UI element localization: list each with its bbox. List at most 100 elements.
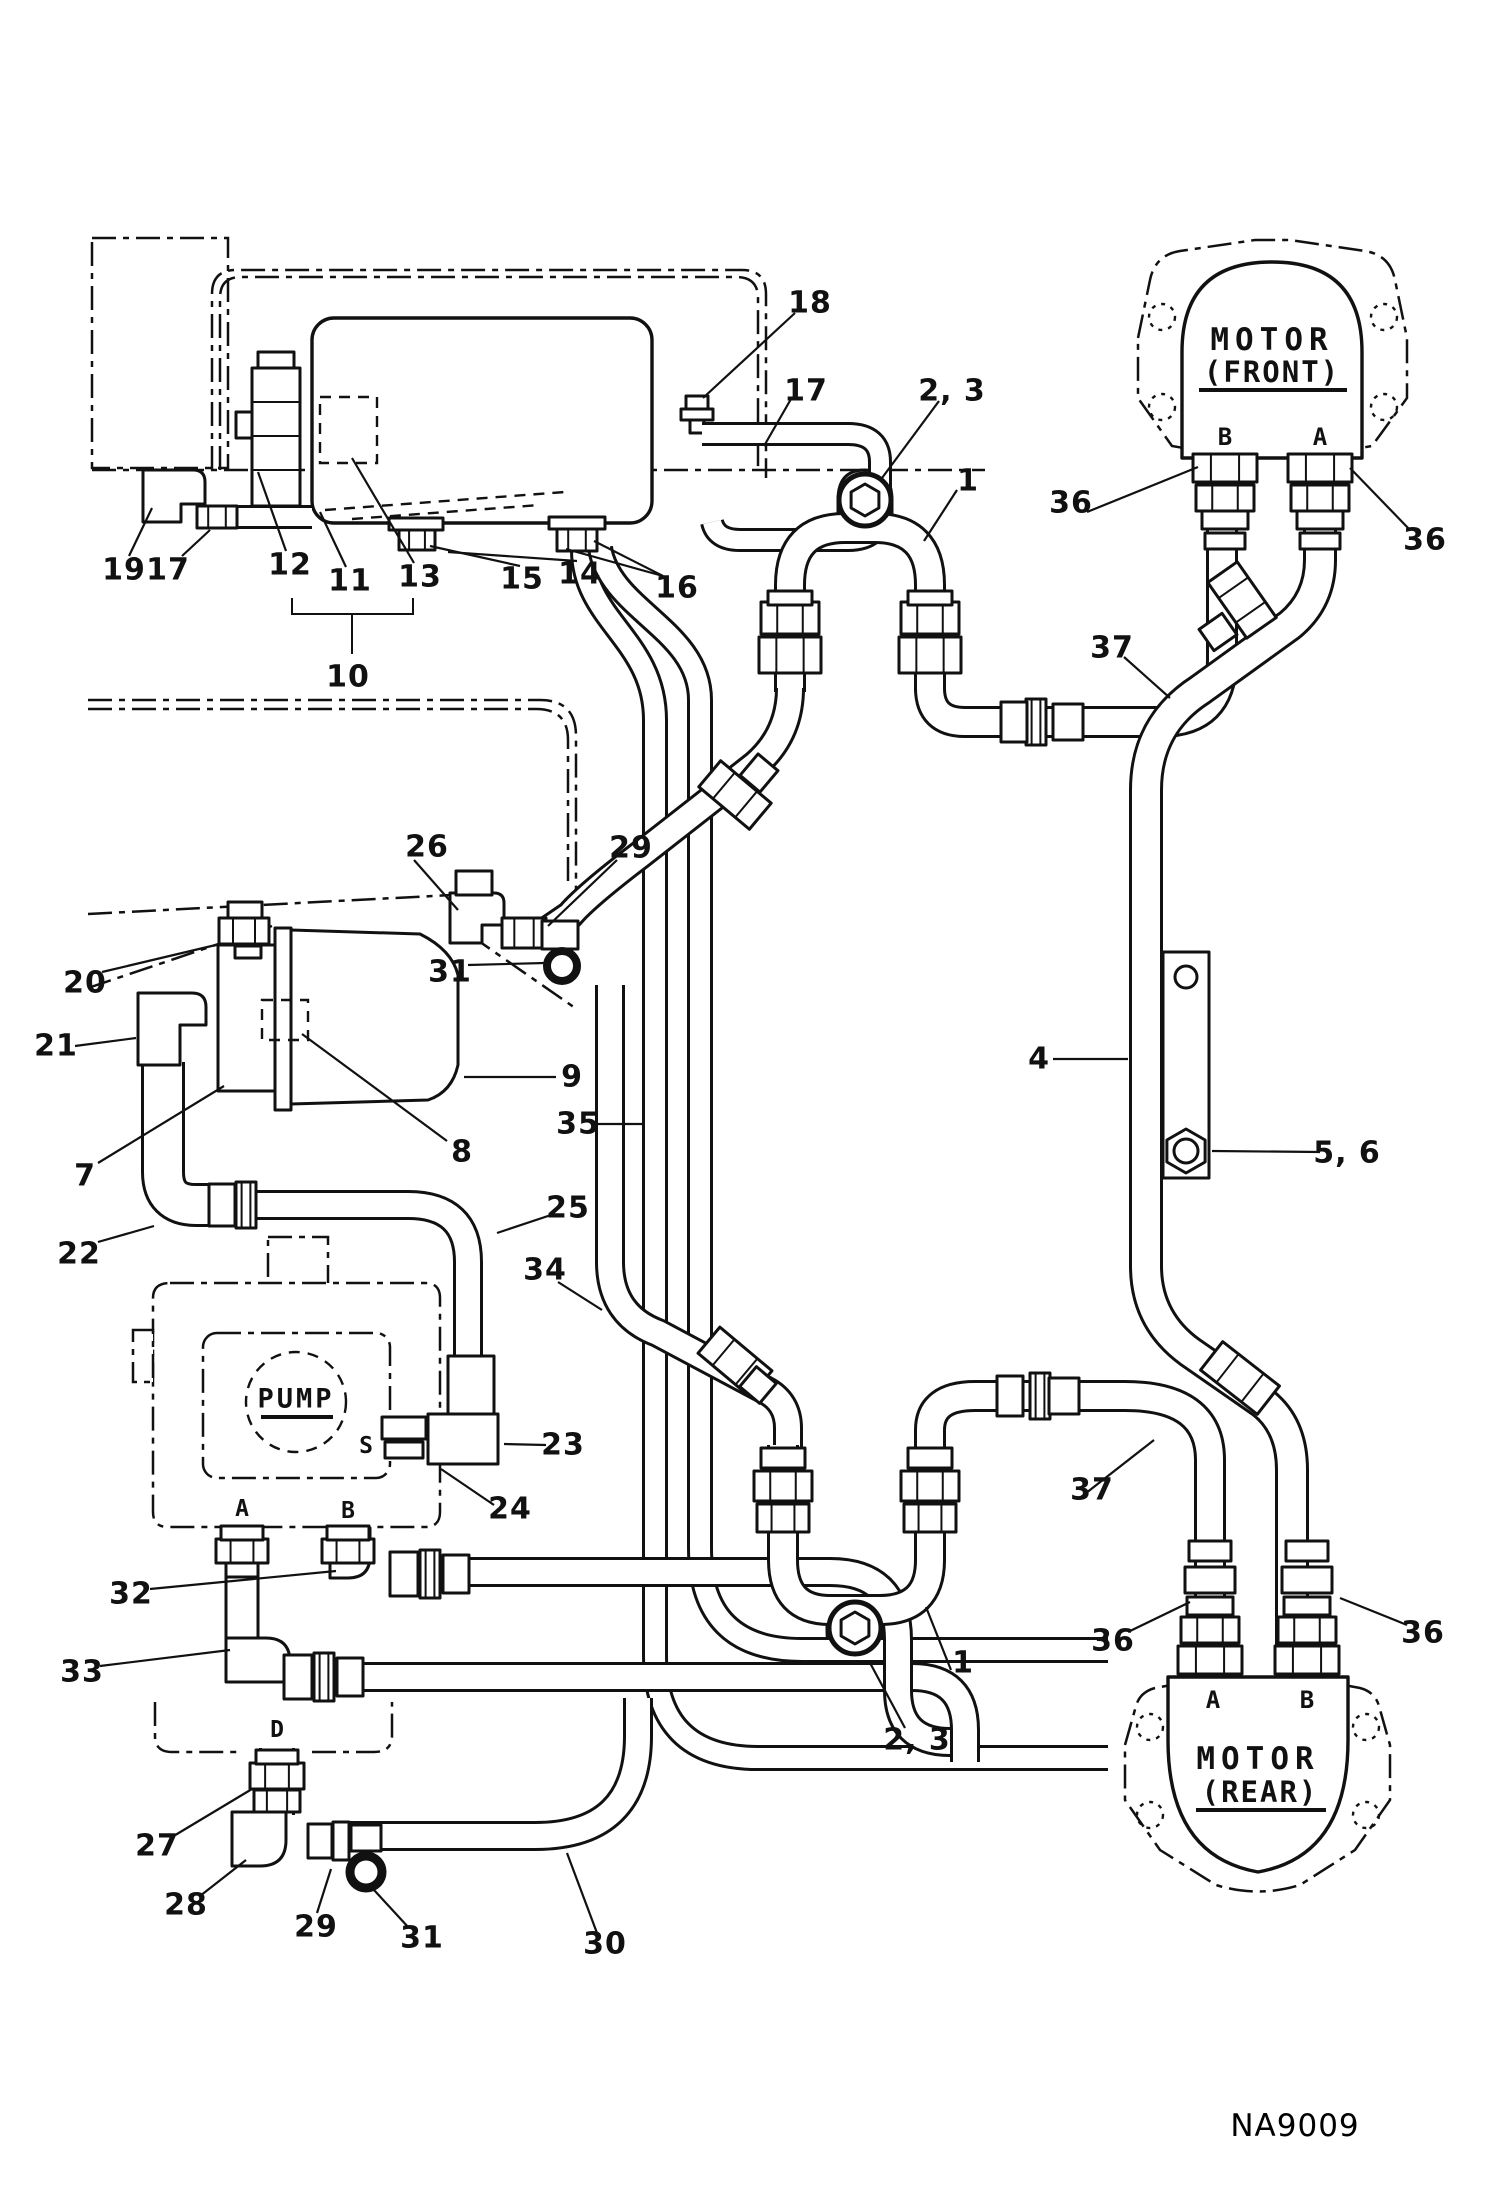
sleeve-fitting xyxy=(254,1748,300,1766)
leader-lines xyxy=(74,312,1411,1934)
leader-16 xyxy=(593,540,664,577)
motor-rear-underline xyxy=(1196,1808,1326,1812)
hex-fitting xyxy=(757,635,823,675)
hex-fitting xyxy=(1199,1340,1281,1416)
leader-15 xyxy=(429,544,521,568)
leader-8 xyxy=(301,1033,448,1142)
sleeve-fitting xyxy=(995,1374,1025,1418)
leader-1 xyxy=(923,489,958,542)
pump-underline xyxy=(261,1415,333,1419)
sleeve-fitting xyxy=(306,1822,334,1860)
leader-37 xyxy=(1080,1439,1155,1498)
figure-code: NA9009 xyxy=(1230,2108,1360,2144)
leader-33 xyxy=(99,1648,231,1668)
sleeve-fitting xyxy=(906,589,954,607)
callout-34: 34 xyxy=(523,1252,567,1288)
hex-fitting xyxy=(312,1651,336,1703)
sleeve-fitting xyxy=(219,1524,265,1542)
leader-17 xyxy=(763,398,792,447)
sleeve-fitting xyxy=(325,1524,371,1542)
motor-front-location: (FRONT) xyxy=(1203,355,1341,389)
leader-29 xyxy=(315,1868,333,1914)
hex-fitting xyxy=(248,1761,306,1791)
hex-fitting xyxy=(555,527,599,553)
leader-30 xyxy=(565,1852,599,1934)
leader-2-3 xyxy=(881,400,940,479)
callout-20: 20 xyxy=(63,965,107,1001)
sleeve-fitting xyxy=(383,1440,425,1460)
pump-port-s: S xyxy=(359,1433,373,1459)
callout-37: 37 xyxy=(1070,1472,1114,1508)
hex-fitting xyxy=(902,1502,958,1534)
hex-bolt-head xyxy=(849,482,881,518)
hex-fitting xyxy=(252,1788,302,1814)
leader-36 xyxy=(1349,467,1411,531)
callout-22: 22 xyxy=(57,1236,101,1272)
callout-1: 1 xyxy=(957,463,979,499)
leader-36 xyxy=(1127,1601,1191,1633)
leader-21 xyxy=(74,1036,137,1048)
callout-9: 9 xyxy=(561,1059,583,1095)
sleeve-fitting xyxy=(1051,702,1085,742)
callout-8: 8 xyxy=(451,1134,473,1170)
sleeve-fitting xyxy=(1183,1565,1237,1595)
hex-fitting xyxy=(418,1548,442,1600)
callout-27: 27 xyxy=(135,1828,179,1864)
sleeve-fitting xyxy=(766,589,814,607)
leader-34 xyxy=(557,1281,603,1311)
sleeve-fitting xyxy=(349,1823,383,1853)
sleeve-fitting xyxy=(1203,531,1247,551)
leader-18 xyxy=(702,312,796,399)
hex-fitting xyxy=(899,600,961,636)
callout-7: 7 xyxy=(74,1158,96,1194)
leader-31 xyxy=(373,1889,410,1929)
callout-29: 29 xyxy=(294,1909,338,1945)
leader-29 xyxy=(547,859,618,927)
sleeve-fitting xyxy=(738,1365,778,1405)
callout-2-3: 2, 3 xyxy=(918,373,986,409)
hose-clamp-ring xyxy=(543,947,581,985)
leader-14 xyxy=(447,550,578,563)
sleeve-fitting xyxy=(1295,509,1345,531)
callout-24: 24 xyxy=(488,1491,532,1527)
callout-29: 29 xyxy=(609,830,653,866)
leader-19 xyxy=(128,507,153,557)
motor-rear-location: (REAR) xyxy=(1201,1775,1319,1809)
hex-fitting xyxy=(752,1469,814,1503)
sleeve-fitting xyxy=(1187,1539,1233,1563)
leader-11 xyxy=(319,511,347,568)
sleeve-fitting xyxy=(335,1656,365,1698)
sleeve-fitting xyxy=(224,1561,260,1579)
sleeve-fitting xyxy=(738,752,780,794)
motor-front-port-a: A xyxy=(1312,423,1328,451)
callout-31: 31 xyxy=(400,1920,444,1956)
leader-36 xyxy=(1086,465,1199,514)
callout-33: 33 xyxy=(60,1654,104,1690)
callout-12: 12 xyxy=(268,547,312,583)
hex-fitting xyxy=(1028,1371,1052,1421)
callout-23: 23 xyxy=(541,1427,585,1463)
sleeve-fitting xyxy=(547,515,607,531)
sleeve-fitting xyxy=(282,1653,314,1701)
sleeve-fitting xyxy=(906,1446,954,1470)
sleeve-fitting xyxy=(1197,611,1239,653)
callout-15: 15 xyxy=(500,561,544,597)
leader-2-3 xyxy=(868,1660,906,1729)
sleeve-fitting xyxy=(1185,1595,1235,1617)
callout-25: 25 xyxy=(546,1190,590,1226)
callout-13: 13 xyxy=(398,559,442,595)
callout-32: 32 xyxy=(109,1576,153,1612)
tube-bracket xyxy=(1161,950,1211,1180)
hose-clamp-ring xyxy=(345,1851,387,1893)
hydraulic-tank-assembly xyxy=(234,316,715,525)
hex-fitting xyxy=(1206,560,1278,640)
pump-port-b: B xyxy=(341,1498,355,1524)
callout-36: 36 xyxy=(1049,485,1093,521)
callout-14: 14 xyxy=(558,556,602,592)
sleeve-fitting xyxy=(1284,1539,1330,1563)
hex-fitting xyxy=(320,1537,376,1565)
callout-10: 10 xyxy=(326,659,370,695)
callout-18: 18 xyxy=(788,285,832,321)
hex-fitting xyxy=(1286,452,1354,484)
sleeve-fitting xyxy=(1200,509,1250,531)
